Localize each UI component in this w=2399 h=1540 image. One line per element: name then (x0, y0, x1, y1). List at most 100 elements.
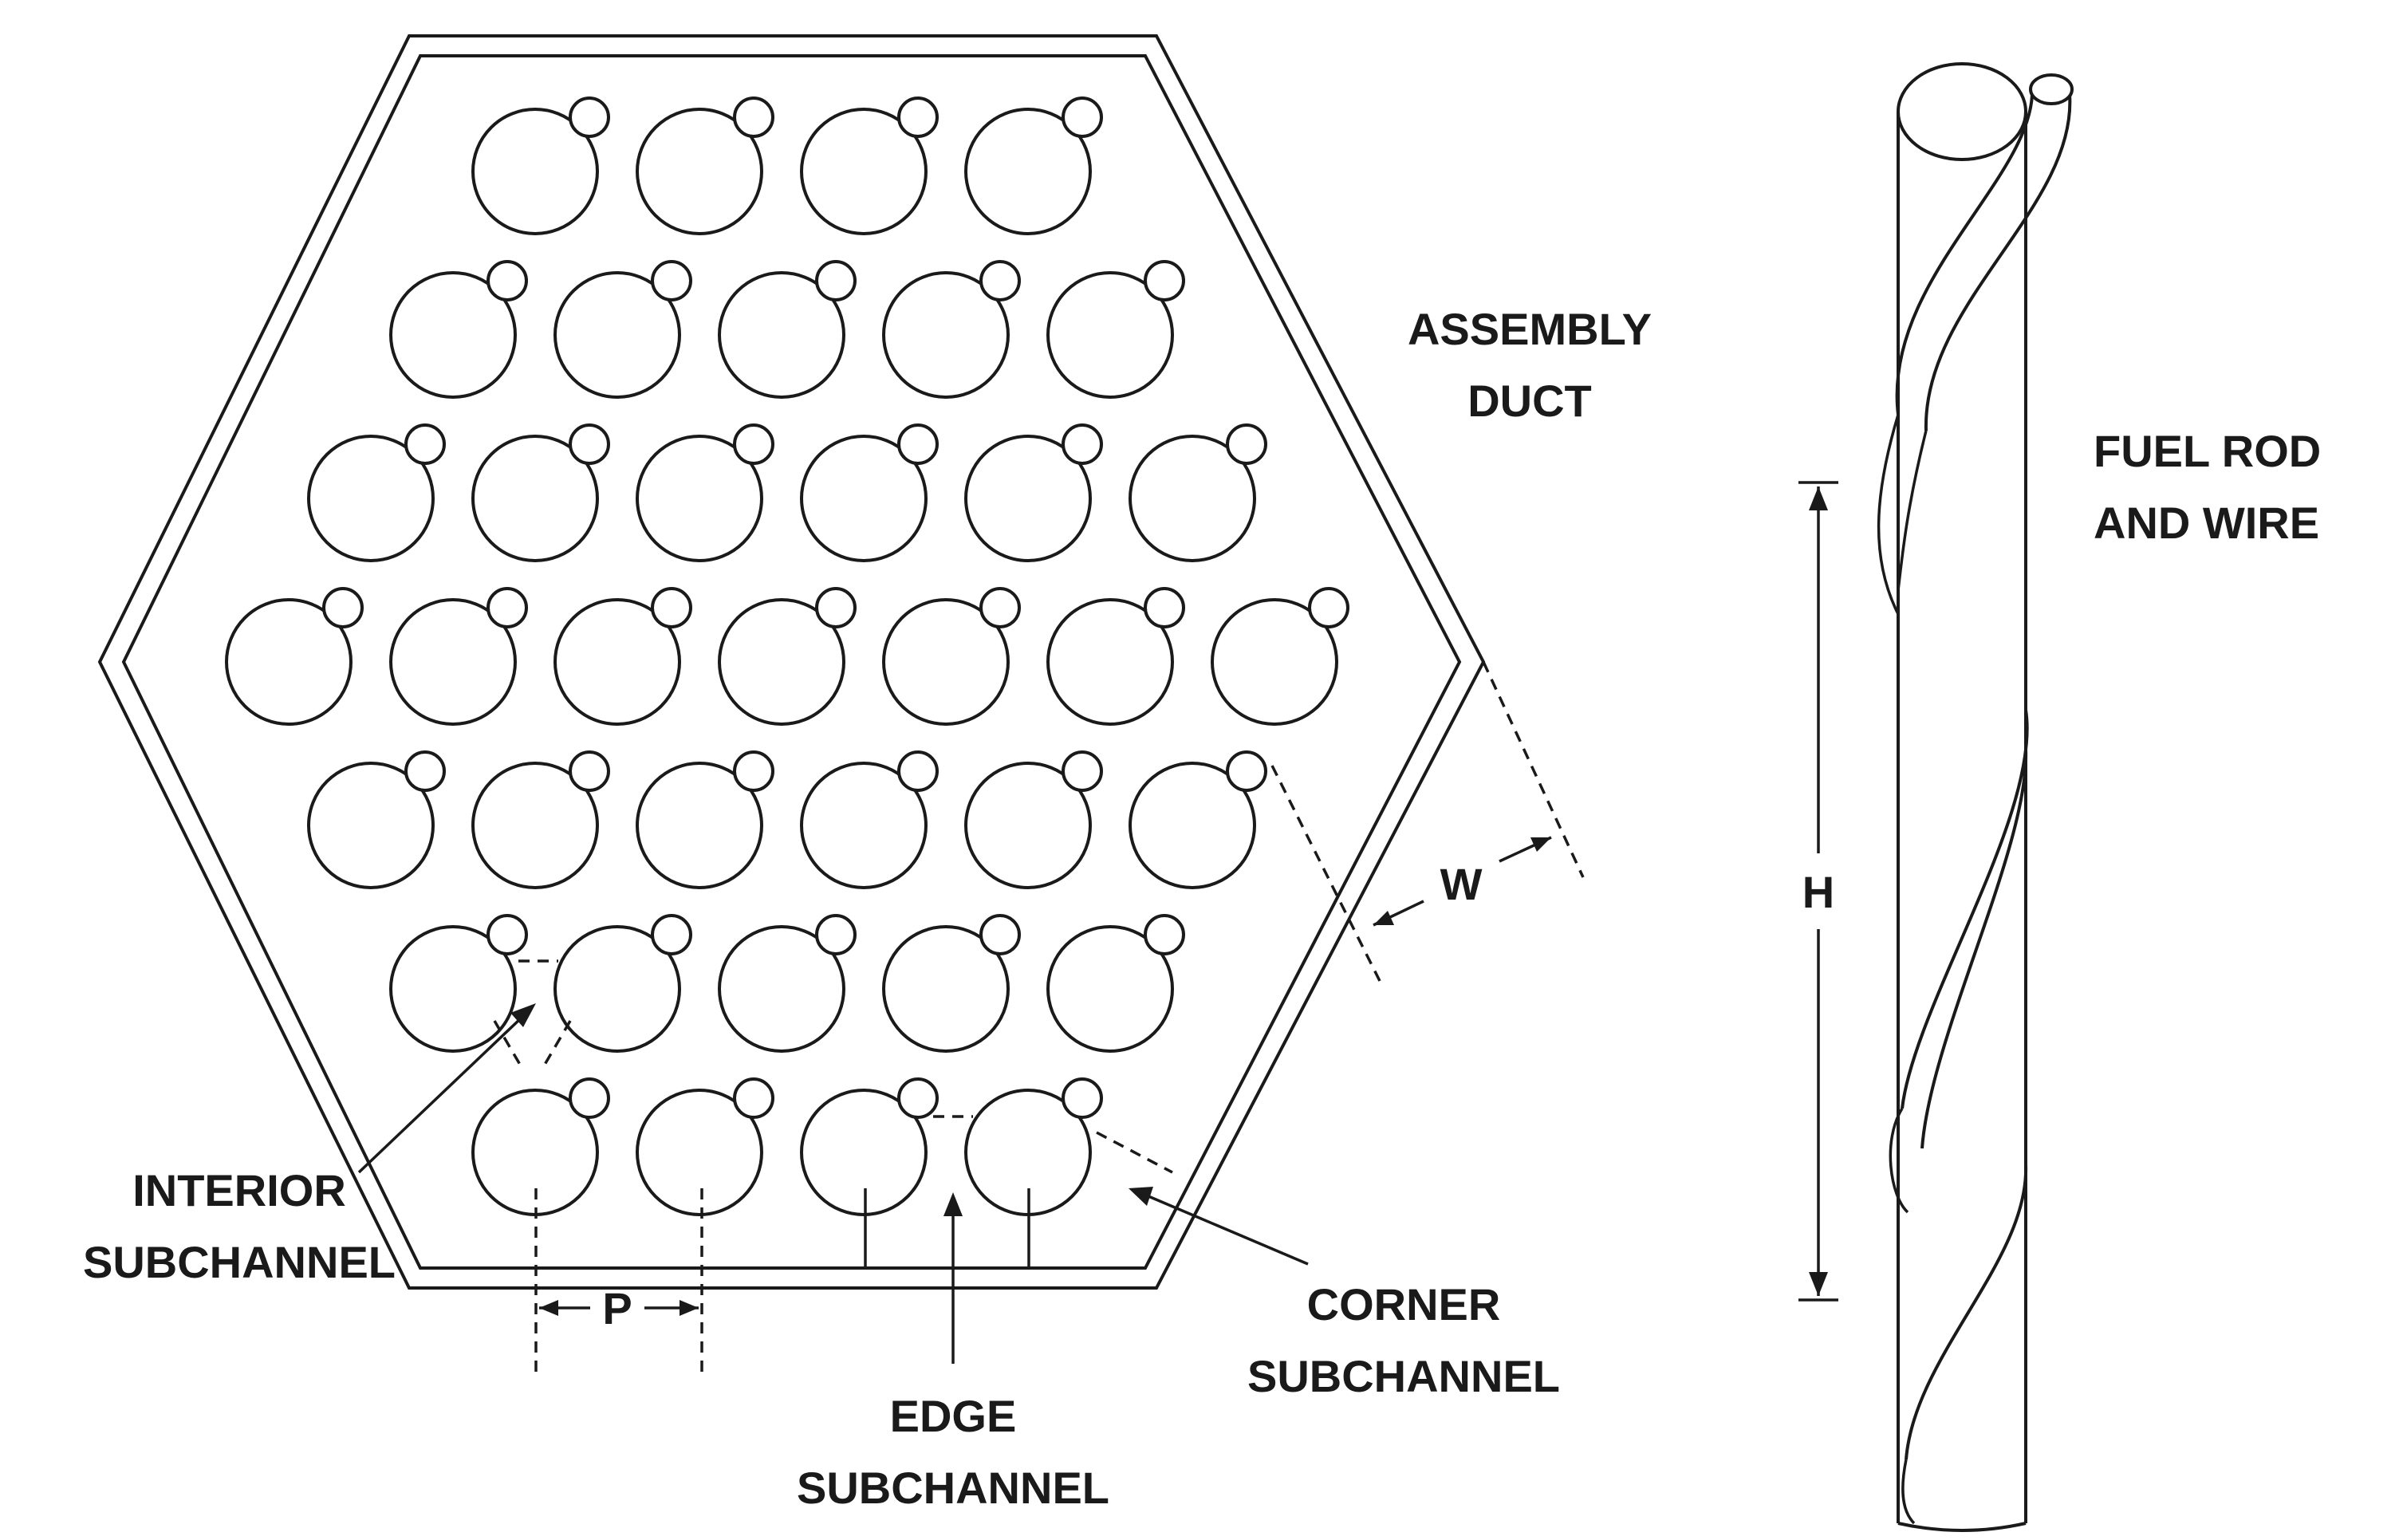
rod-bottom-edge (1897, 1522, 2027, 1532)
wire-wrap (1144, 914, 1185, 955)
fuel-rod (553, 925, 681, 1053)
fuel-rod (553, 271, 681, 399)
fuel-rod (882, 598, 1010, 726)
wire-wrap (486, 914, 528, 955)
wire-wrap-front (1895, 85, 2072, 1460)
gap-arrow-right (1530, 837, 1551, 852)
wire-wrap (897, 1077, 939, 1119)
wire-wrap (1226, 750, 1267, 792)
corner-label-line2: SUBCHANNEL (1247, 1351, 1560, 1401)
fuel-rod (882, 925, 1010, 1053)
pitch-arrow-right (680, 1300, 699, 1316)
interior-leader-arrowhead (510, 1003, 536, 1027)
fuel-rod (800, 762, 928, 889)
fuel-rod (1046, 925, 1174, 1053)
wire-wrap (1308, 587, 1349, 628)
fuel-rod (389, 598, 517, 726)
lead-label: H (1802, 867, 1834, 917)
wire-wrap (815, 587, 857, 628)
fuel-rod (1129, 435, 1256, 562)
pitch-dimension: P (534, 1188, 703, 1372)
wire-wrap (404, 750, 446, 792)
gap-extension-line (1270, 765, 1381, 982)
wire-wrap (1144, 587, 1185, 628)
wire-wrap (322, 587, 364, 628)
wire-wrap (486, 587, 528, 628)
fuel-rod (964, 108, 1092, 235)
fuel-rod (471, 435, 599, 562)
pitch-label: P (602, 1283, 632, 1333)
wire-wrap (651, 587, 692, 628)
wire-wrap (897, 423, 939, 465)
interior-leader-line (357, 1015, 524, 1174)
fuel-rod-label-line2: AND WIRE (2094, 498, 2319, 548)
helix-lead-dimension: H (1798, 481, 1838, 1302)
fuel-rod (553, 598, 681, 726)
fuel-rod (800, 435, 928, 562)
wire-wrap (569, 750, 610, 792)
leader-arrows (357, 1003, 1309, 1364)
corner-leader-line (1148, 1195, 1309, 1266)
rod-top-cap (1897, 62, 2027, 161)
fuel-rod (882, 271, 1010, 399)
wire-wrap (979, 914, 1021, 955)
fuel-rod (636, 435, 763, 562)
lead-arrow-top (1809, 486, 1828, 510)
fuel-rod (636, 762, 763, 889)
assembly-duct-outer-wall (97, 34, 1486, 1290)
corner-leader-arrowhead (1129, 1187, 1153, 1206)
fuel-rod (471, 762, 599, 889)
wire-wrap (404, 423, 446, 465)
wire-wrap (897, 96, 939, 138)
fuel-rod (718, 925, 845, 1053)
fuel-rod-bundle (225, 96, 1349, 1216)
fuel-rod (307, 435, 435, 562)
fuel-rod (718, 598, 845, 726)
fuel-rod (389, 925, 517, 1053)
edge-leader-arrowhead (943, 1192, 963, 1216)
fuel-rod (471, 108, 599, 235)
wire-wrap (1062, 1077, 1103, 1119)
wire-wrap-back (1877, 414, 1928, 1525)
fuel-rod (1046, 271, 1174, 399)
wall-gap-dimension: W (1270, 661, 1585, 982)
corner-boundary-dash (1096, 1131, 1173, 1174)
fuel-rod (800, 108, 928, 235)
edge-label-line1: EDGE (890, 1391, 1017, 1441)
wire-wrap (979, 260, 1021, 301)
wire-wrap (733, 750, 774, 792)
wire-wrap (733, 1077, 774, 1119)
fuel-rod (225, 598, 353, 726)
duct-label-line1: ASSEMBLY (1408, 304, 1652, 354)
interior-boundary-dash (493, 1020, 524, 1069)
wire-wrap (486, 260, 528, 301)
pitch-arrow-left (539, 1300, 558, 1316)
lead-arrow-bottom (1809, 1272, 1828, 1296)
fuel-rod (964, 762, 1092, 889)
fuel-rod-label-line1: FUEL ROD (2094, 426, 2321, 476)
wire-wrap (651, 260, 692, 301)
fuel-rod (718, 271, 845, 399)
gap-extension-line (1482, 661, 1585, 878)
fuel-rod-side-view (1877, 62, 2074, 1532)
edge-label-line2: SUBCHANNEL (797, 1463, 1109, 1513)
wire-wrap (733, 96, 774, 138)
wire-wrap (815, 914, 857, 955)
wire-wrap (1062, 423, 1103, 465)
gap-label: W (1440, 859, 1483, 909)
wire-wrap (1226, 423, 1267, 465)
gap-arrow-left (1373, 911, 1394, 925)
wire-wrap (651, 914, 692, 955)
interior-boundary-dash (541, 1020, 572, 1069)
assembly-duct-inner-wall (121, 54, 1462, 1270)
fuel-rod (800, 1089, 928, 1216)
wire-wrap (979, 587, 1021, 628)
wire-wrap (1062, 750, 1103, 792)
fuel-rod (307, 762, 435, 889)
duct-label-line2: DUCT (1467, 376, 1592, 426)
wire-top-cap (2029, 73, 2074, 105)
fuel-rod (964, 435, 1092, 562)
fuel-rod (1046, 598, 1174, 726)
wire-wrap (1144, 260, 1185, 301)
